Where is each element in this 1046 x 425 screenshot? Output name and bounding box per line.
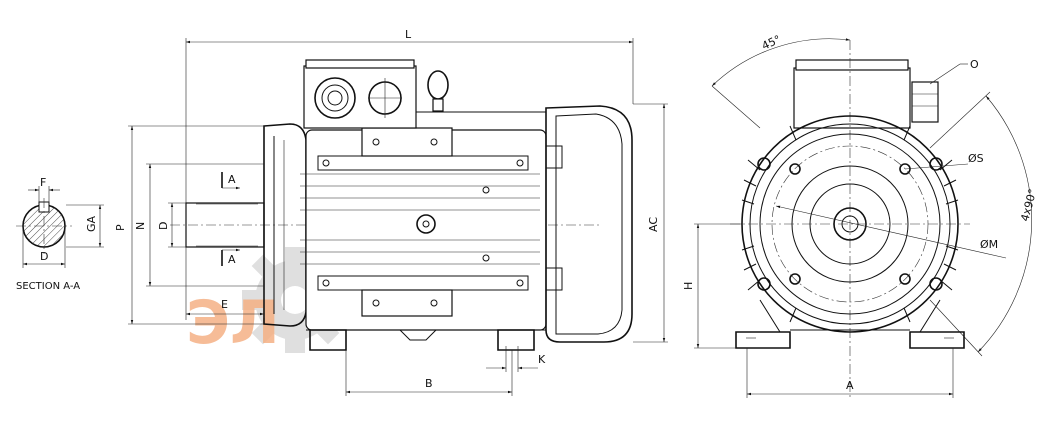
- flange-bolt-holes: [757, 157, 943, 291]
- section-a-a-view: F GA D SECTION A-A: [16, 176, 104, 292]
- dim-label-o: O: [970, 58, 979, 71]
- dim-label-s: ØS: [968, 152, 984, 165]
- dim-label-m: ØM: [980, 238, 998, 251]
- dim-label-ac: AC: [647, 217, 660, 232]
- dim-label-d-shaft: D: [157, 222, 170, 230]
- cooling-fins: [300, 173, 540, 265]
- end-view: 45° O: [682, 33, 1039, 400]
- dim-label-n: N: [134, 222, 147, 230]
- dim-label-h: H: [682, 282, 695, 290]
- side-view: L A A P N D E: [114, 28, 668, 396]
- dim-label-4x90deg: 4x90°: [1018, 188, 1039, 223]
- dim-label-a: A: [846, 379, 854, 392]
- section-caption: SECTION A-A: [16, 281, 80, 292]
- dim-label-k: K: [538, 353, 546, 366]
- dim-label-ga: GA: [85, 215, 98, 232]
- section-marker-a-top: A: [228, 173, 236, 186]
- dim-label-l: L: [405, 28, 412, 41]
- dim-label-45deg: 45°: [760, 33, 783, 53]
- section-marker-a-bottom: A: [228, 253, 236, 266]
- dim-label-b: B: [425, 377, 433, 390]
- dim-label-e: E: [221, 298, 228, 311]
- dim-label-p: P: [114, 224, 127, 231]
- dim-label-d-section: D: [40, 250, 48, 263]
- dim-label-f: F: [40, 176, 46, 189]
- end-fins: [741, 125, 959, 323]
- watermark-text: ЭЛ: [186, 288, 280, 358]
